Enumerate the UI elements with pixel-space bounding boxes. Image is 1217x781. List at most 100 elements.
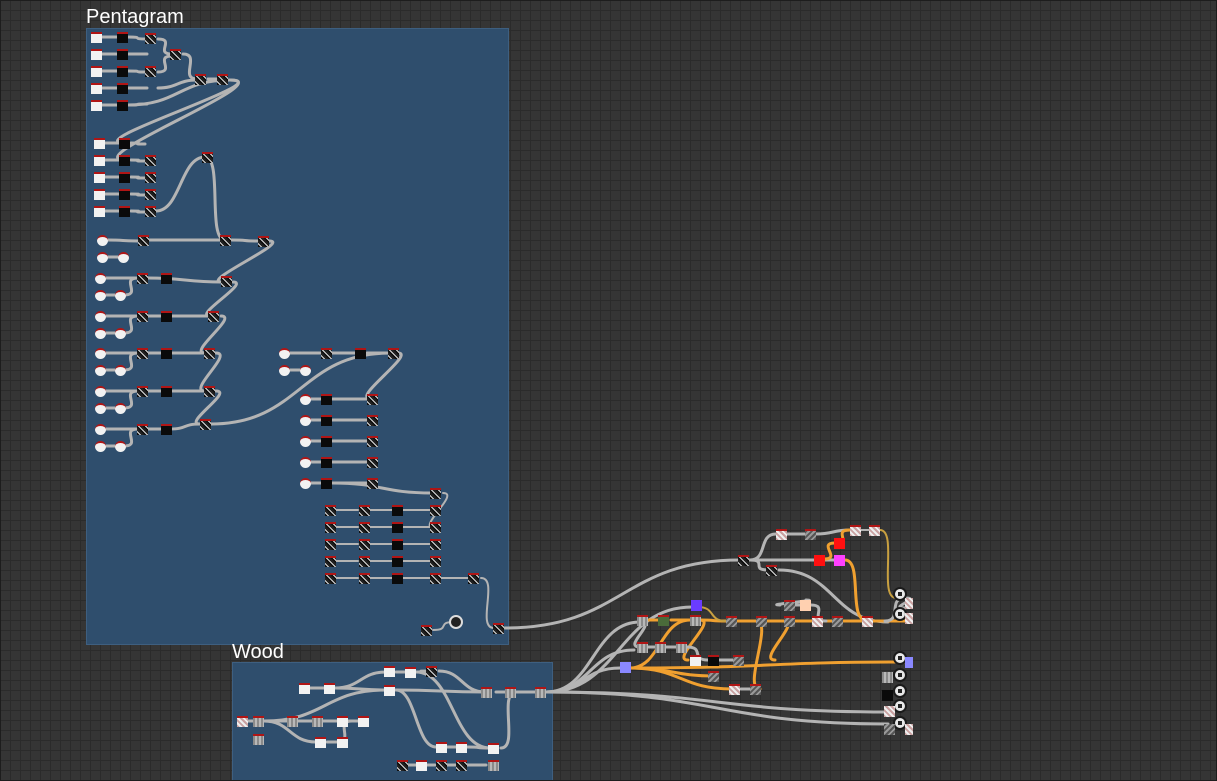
material-node[interactable]	[655, 642, 666, 653]
node-link[interactable]	[480, 577, 495, 629]
shape-node[interactable]	[119, 172, 130, 183]
material-node[interactable]	[850, 525, 861, 536]
noise-node[interactable]	[145, 155, 156, 166]
round-input-node[interactable]	[300, 394, 311, 405]
noise-node[interactable]	[145, 189, 156, 200]
noise-node[interactable]	[738, 555, 749, 566]
shape-node[interactable]	[321, 478, 332, 489]
node-link[interactable]	[168, 422, 202, 431]
noise-node[interactable]	[367, 436, 378, 447]
polygon-input-node[interactable]	[94, 155, 105, 166]
wood-blend-node[interactable]	[253, 734, 264, 745]
noise-node[interactable]	[430, 573, 441, 584]
gradient-node[interactable]	[488, 743, 499, 754]
material-node[interactable]	[733, 655, 744, 666]
pentagram-frame-title[interactable]: Pentagram	[86, 6, 184, 28]
round-input-node[interactable]	[115, 328, 126, 339]
node-link[interactable]	[685, 645, 710, 662]
node-link[interactable]	[365, 351, 403, 400]
material-node[interactable]	[658, 615, 669, 626]
shape-node[interactable]	[321, 415, 332, 426]
node-link[interactable]	[752, 619, 764, 691]
gradient-node[interactable]	[324, 683, 335, 694]
round-input-node[interactable]	[279, 348, 290, 359]
round-input-node[interactable]	[97, 252, 108, 263]
round-input-node[interactable]	[97, 235, 108, 246]
noise-node[interactable]	[468, 573, 479, 584]
wood-noise-node[interactable]	[237, 716, 248, 727]
material-node[interactable]	[776, 529, 787, 540]
input-color-node[interactable]	[91, 32, 102, 43]
noise-node[interactable]	[367, 415, 378, 426]
node-link[interactable]	[682, 618, 706, 662]
noise-node[interactable]	[430, 539, 441, 550]
material-node[interactable]	[690, 615, 701, 626]
noise-node[interactable]	[766, 565, 777, 576]
noise-node[interactable]	[258, 236, 269, 247]
shape-node[interactable]	[161, 424, 172, 435]
node-link[interactable]	[822, 541, 837, 561]
noise-node[interactable]	[426, 666, 437, 677]
round-input-node[interactable]	[300, 415, 311, 426]
output-preview-node[interactable]	[905, 657, 913, 668]
shape-node[interactable]	[161, 273, 172, 284]
color-node[interactable]	[299, 683, 310, 694]
noise-node[interactable]	[204, 386, 215, 397]
node-link[interactable]	[330, 481, 434, 495]
noise-node[interactable]	[430, 488, 441, 499]
node-link[interactable]	[544, 620, 642, 694]
input-color-node[interactable]	[91, 49, 102, 60]
material-node[interactable]	[805, 529, 816, 540]
noise-node[interactable]	[388, 348, 399, 359]
round-input-node[interactable]	[115, 403, 126, 414]
input-color-node[interactable]	[91, 66, 102, 77]
noise-node[interactable]	[359, 573, 370, 584]
node-link[interactable]	[544, 605, 694, 694]
gradient-node[interactable]	[456, 742, 467, 753]
node-link[interactable]	[156, 78, 199, 90]
node-link[interactable]	[394, 688, 438, 749]
node-link[interactable]	[333, 670, 388, 690]
round-input-node[interactable]	[300, 365, 311, 376]
shape-node[interactable]	[117, 100, 128, 111]
output-preview-node[interactable]	[905, 613, 913, 624]
round-input-node[interactable]	[115, 365, 126, 376]
node-link[interactable]	[129, 141, 147, 146]
gradient-node[interactable]	[384, 685, 395, 696]
noise-node[interactable]	[137, 273, 148, 284]
noise-node[interactable]	[325, 539, 336, 550]
noise-node[interactable]	[202, 152, 213, 163]
node-link[interactable]	[129, 209, 147, 214]
node-link[interactable]	[126, 69, 149, 74]
node-link[interactable]	[154, 155, 207, 213]
output-node[interactable]	[893, 607, 907, 621]
node-link[interactable]	[129, 192, 147, 197]
polygon-input-node[interactable]	[94, 138, 105, 149]
node-link[interactable]	[122, 276, 140, 297]
wood-blend-node[interactable]	[481, 687, 492, 698]
round-input-node[interactable]	[115, 441, 126, 452]
shape-node[interactable]	[321, 457, 332, 468]
node-link[interactable]	[106, 238, 140, 243]
noise-node[interactable]	[325, 573, 336, 584]
round-input-node[interactable]	[95, 311, 106, 322]
noise-node[interactable]	[430, 505, 441, 516]
shape-node[interactable]	[119, 138, 130, 149]
shape-node[interactable]	[392, 573, 403, 584]
output-preview-node[interactable]	[882, 690, 893, 701]
output-node[interactable]	[893, 587, 907, 601]
node-link[interactable]	[777, 568, 890, 624]
output-node[interactable]	[893, 684, 907, 698]
wood-blend-node[interactable]	[253, 716, 264, 727]
wood-frame-title[interactable]: Wood	[232, 641, 284, 663]
output-node[interactable]	[893, 699, 907, 713]
gradient-node[interactable]	[416, 760, 427, 771]
material-node[interactable]	[832, 616, 843, 627]
noise-node[interactable]	[325, 505, 336, 516]
shape-node[interactable]	[161, 386, 172, 397]
input-color-node[interactable]	[91, 83, 102, 94]
polygon-input-node[interactable]	[94, 206, 105, 217]
noise-node[interactable]	[204, 348, 215, 359]
red-color-node[interactable]	[834, 538, 845, 549]
round-input-node[interactable]	[95, 441, 106, 452]
